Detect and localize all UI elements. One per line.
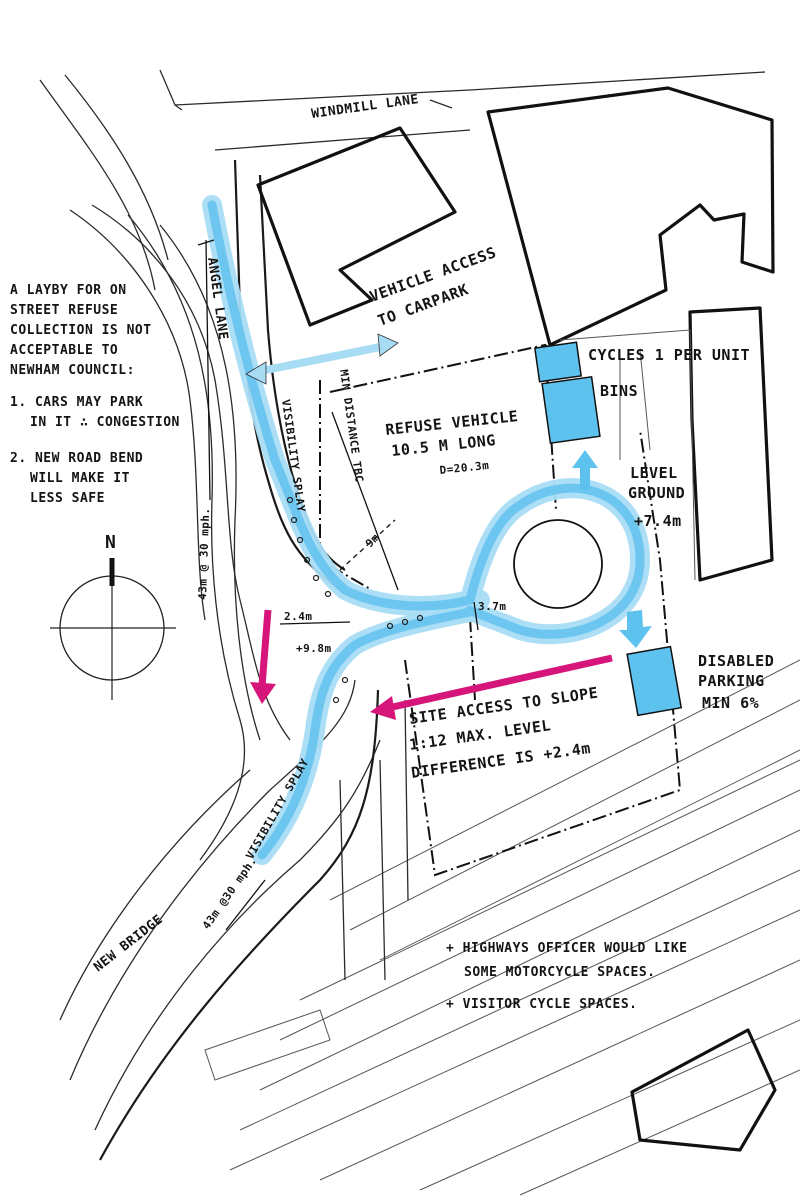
vehicle-access-arrow [255, 341, 391, 376]
highways-note-line-1: + HIGHWAYS OFFICER WOULD LIKE [446, 941, 687, 956]
north-arrow: N [50, 532, 176, 700]
bins-label: BINS [600, 382, 638, 400]
building-north-east [486, 86, 775, 347]
disabled-label-3: MIN 6% [702, 694, 759, 712]
magenta-arrow-site-access [387, 654, 613, 712]
north-label: N [105, 532, 116, 553]
council-note-line-5: NEWHAM COUNCIL: [10, 363, 135, 378]
level-label-1: LEVEL [630, 464, 678, 482]
council-note-line-6: 1. CARS MAY PARK [10, 395, 143, 410]
magenta-arrows [250, 609, 613, 720]
council-note-line-7: IN IT ∴ CONGESTION [30, 415, 180, 430]
cycles-label: CYCLES 1 PER UNIT [588, 346, 750, 364]
bins-block [541, 375, 601, 445]
refuse-radius-label: D=20.3m [439, 459, 490, 477]
highways-note: + HIGHWAYS OFFICER WOULD LIKE SOME MOTOR… [446, 941, 687, 1012]
site-access-label-1: SITE ACCESS TO SLOPE [408, 684, 599, 728]
disabled-label-2: PARKING [698, 672, 765, 690]
turning-circle-island [513, 519, 603, 609]
council-note-line-1: A LAYBY FOR ON [10, 283, 127, 298]
magenta-arrow-down [258, 609, 272, 687]
council-note-line-8: 2. NEW ROAD BEND [10, 451, 143, 466]
highways-note-line-3: + VISITOR CYCLE SPACES. [446, 997, 638, 1012]
dim-9m-label: 9m [363, 531, 382, 550]
dim-3-7-label: 3.7m [478, 600, 507, 613]
windmill-lane-label: WINDMILL LANE [310, 92, 419, 122]
dim-9-8-label: +9.8m [296, 642, 332, 655]
council-note-line-9: WILL MAKE IT [30, 471, 130, 486]
up-arrow [572, 450, 598, 490]
blue-blocks [245, 333, 683, 717]
dim-43-upper-label: 43m @ 30 mph. [196, 507, 212, 600]
building-north-west [256, 126, 457, 327]
council-note-line-2: STREET REFUSE [10, 303, 118, 318]
level-label-3: +7.4m [634, 512, 682, 530]
dim-2-4-label: 2.4m [284, 610, 313, 623]
dimension-lines [197, 239, 479, 931]
disabled-parking-block [626, 645, 683, 717]
council-note-line-4: ACCEPTABLE TO [10, 343, 118, 358]
disabled-label-1: DISABLED [698, 652, 774, 670]
buildings [256, 86, 777, 1152]
refuse-vehicle-label-1: REFUSE VEHICLE [385, 407, 520, 439]
council-note-line-3: COLLECTION IS NOT [10, 323, 152, 338]
building-south-east [630, 1028, 777, 1152]
highways-note-line-2: SOME MOTORCYCLE SPACES. [464, 965, 656, 980]
dim-43-lower-label: 43m @30 mph. [200, 854, 260, 931]
level-label-2: GROUND [628, 484, 685, 502]
vehicle-route [202, 195, 650, 865]
council-note-line-10: LESS SAFE [30, 491, 105, 506]
down-arrow [619, 610, 652, 648]
council-note: A LAYBY FOR ON STREET REFUSE COLLECTION … [10, 283, 180, 506]
cycles-block [533, 341, 583, 383]
